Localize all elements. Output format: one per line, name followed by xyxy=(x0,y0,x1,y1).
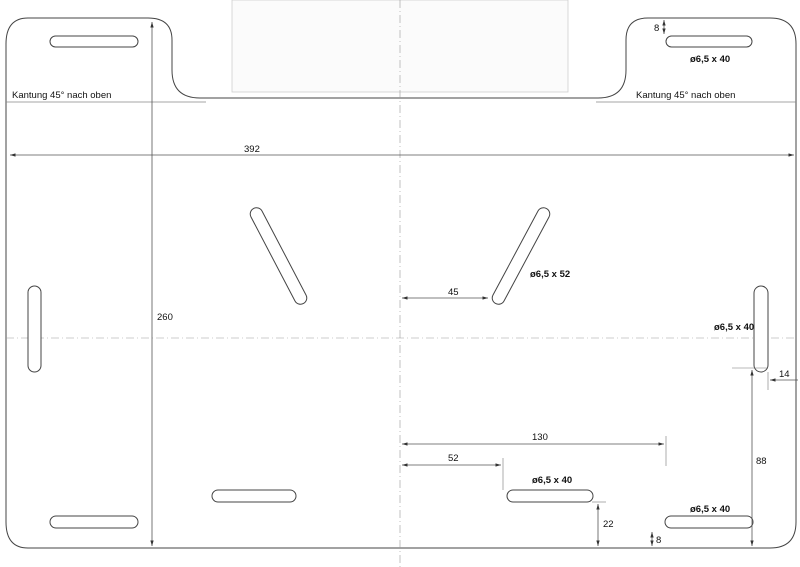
hole-label-top-right: ø6,5 x 40 xyxy=(690,54,730,65)
plate-outline xyxy=(5,17,797,549)
bend-note-left: Kantung 45° nach oben xyxy=(12,90,111,101)
dim-slot-spacing: 130 xyxy=(532,432,548,443)
slot-bottom-center-right xyxy=(506,489,594,503)
slot-top-right xyxy=(665,35,753,48)
slot-top-left xyxy=(49,35,139,48)
slot-diagonal-right xyxy=(491,207,551,305)
bend-note-right: Kantung 45° nach oben xyxy=(636,90,735,101)
dim-bottom-right-gap: 8 xyxy=(656,535,661,546)
dim-top-right-gap: 8 xyxy=(654,23,659,34)
hole-label-right-vertical: ø6,5 x 40 xyxy=(714,322,754,333)
dim-hole-offset: 45 xyxy=(448,287,459,298)
dim-slot-offset: 52 xyxy=(448,453,459,464)
dim-edge-offset: 14 xyxy=(779,369,790,380)
slot-right-vertical xyxy=(753,285,769,373)
hole-label-bottom-right: ø6,5 x 40 xyxy=(690,504,730,515)
hole-label-diagonal: ø6,5 x 52 xyxy=(530,269,570,280)
dim-slot-offset-y: 88 xyxy=(756,456,767,467)
hole-label-bottom-center: ø6,5 x 40 xyxy=(532,475,572,486)
dim-overall-height: 260 xyxy=(157,312,173,323)
slot-bottom-left xyxy=(49,515,139,529)
slot-bottom-right xyxy=(664,515,754,529)
dim-overall-width: 392 xyxy=(244,144,260,155)
slot-left-vertical xyxy=(27,285,42,373)
slot-diagonal-left xyxy=(249,207,308,305)
dim-bottom-slot-gap: 22 xyxy=(603,519,614,530)
slot-bottom-center-left xyxy=(211,489,297,503)
